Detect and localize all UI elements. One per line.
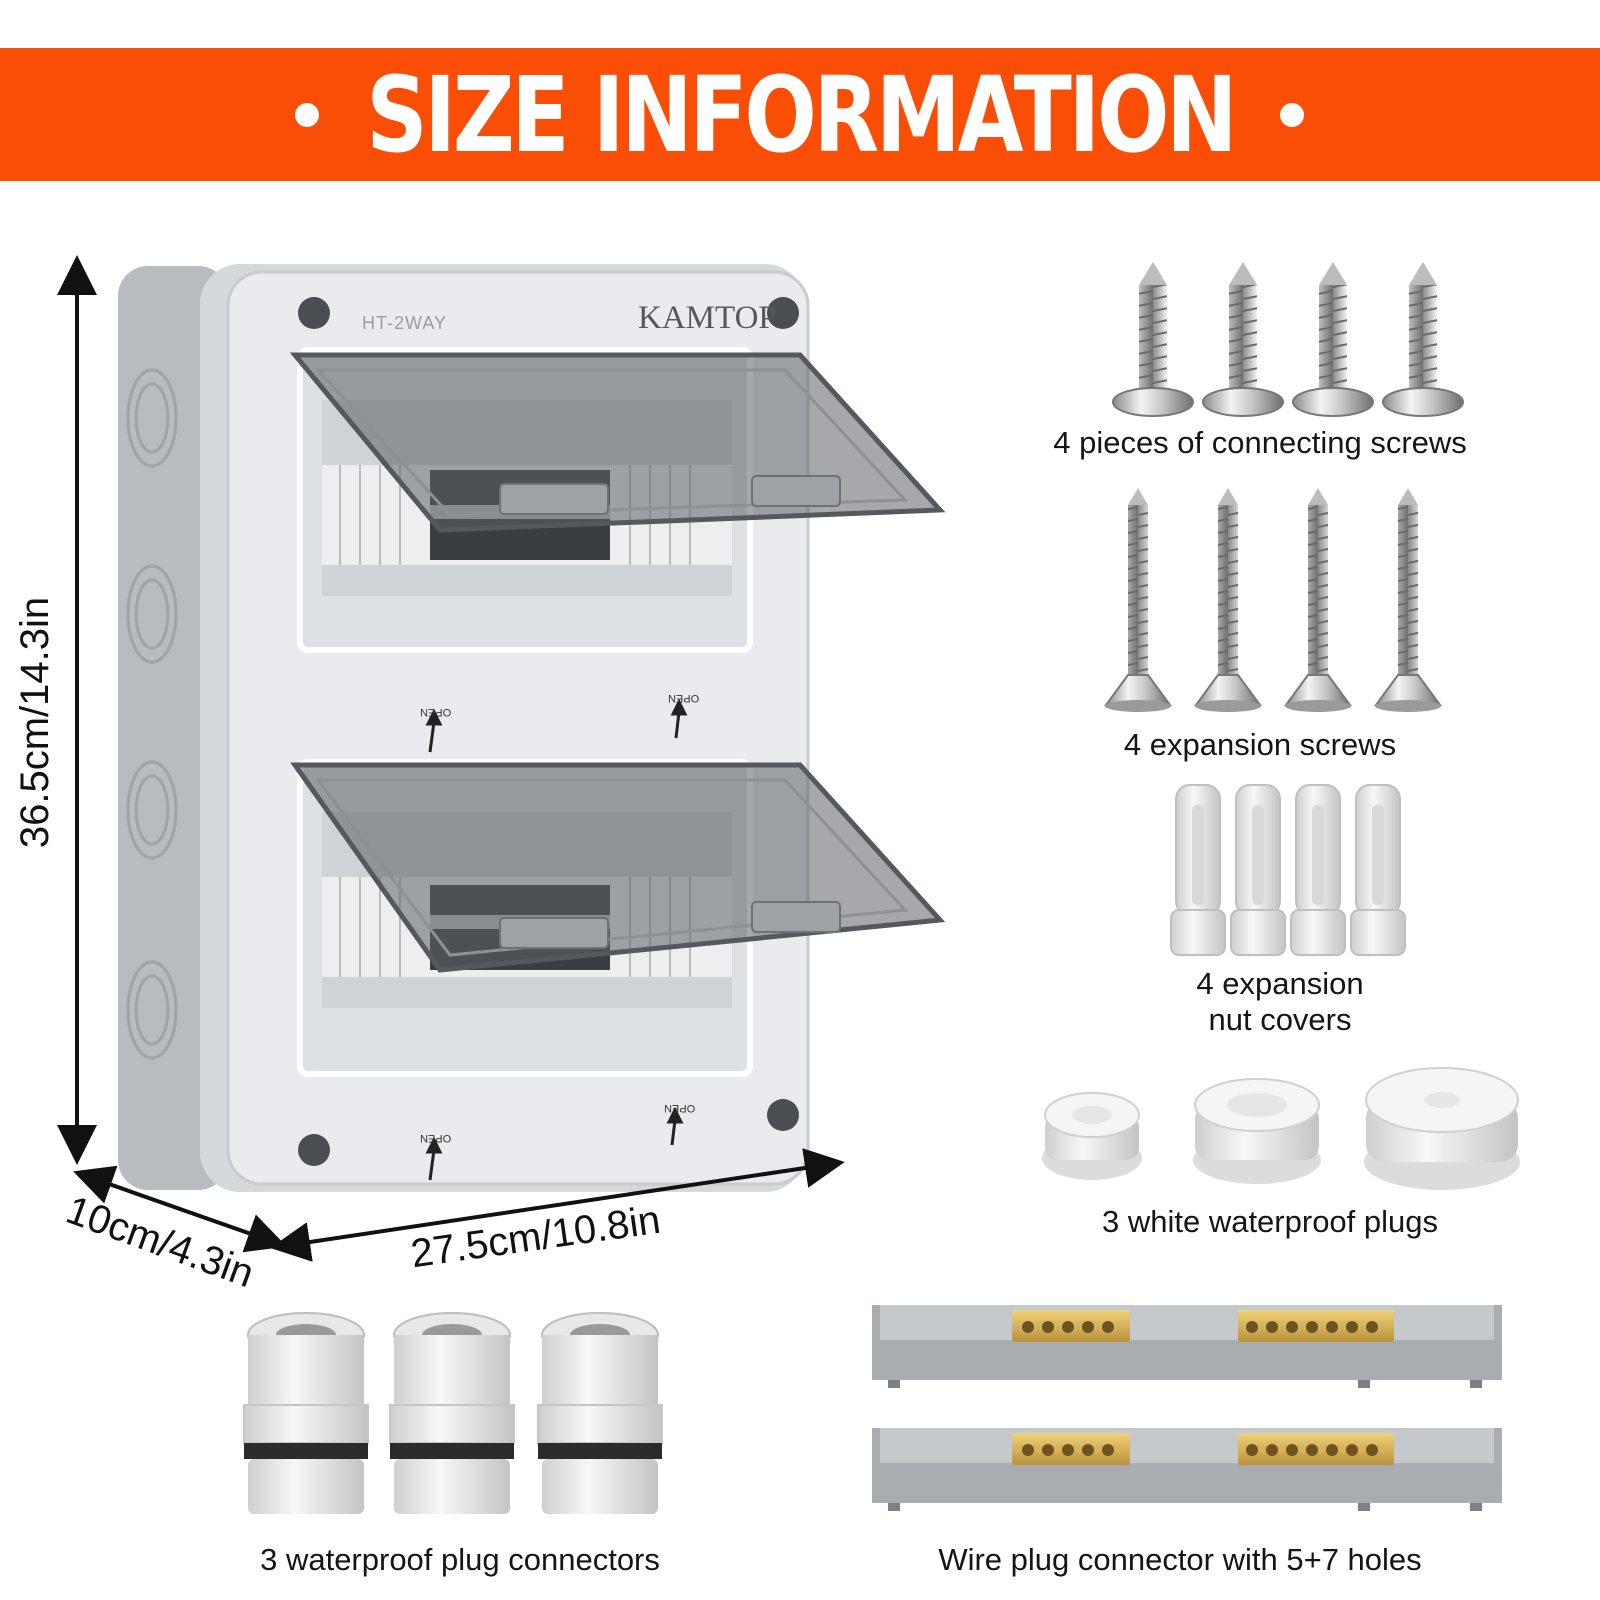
caption-connecting-screws: 4 pieces of connecting screws: [1053, 425, 1467, 460]
caption-expansion-screws: 4 expansion screws: [1123, 727, 1397, 762]
model-label: HT-2WAY: [362, 313, 448, 333]
height-dimension: 36.5cm/14.3in: [13, 596, 58, 849]
open-label-4: OPEN: [664, 1102, 696, 1114]
expansion-nut-covers: [1170, 784, 1406, 956]
open-label-3: OPEN: [420, 1132, 452, 1144]
caption-waterproof-plugs: 3 white waterproof plugs: [1101, 1204, 1439, 1239]
white-waterproof-plugs: [1042, 1067, 1520, 1190]
banner-dot-right: [1280, 103, 1304, 127]
caption-plug-connectors: 3 waterproof plug connectors: [260, 1542, 660, 1577]
banner-title: SIZE INFORMATION: [366, 53, 1237, 176]
banner-dot-left: [295, 103, 319, 127]
caption-nut-covers-line2: nut covers: [1208, 1002, 1352, 1037]
plug-connectors: [243, 1312, 663, 1514]
open-label-2: OPEN: [668, 692, 700, 704]
wire-connector-bars: [872, 1305, 1502, 1511]
caption-wire-connector: Wire plug connector with 5+7 holes: [938, 1542, 1422, 1577]
caption-nut-covers-line1: 4 expansion: [1196, 966, 1364, 1001]
depth-arrow: [73, 1165, 287, 1253]
open-label-1: OPEN: [420, 706, 452, 718]
title-banner: SIZE INFORMATION: [0, 48, 1600, 181]
width-arrow: [270, 1148, 845, 1262]
distribution-box: [118, 264, 946, 1192]
connecting-screws: [1112, 262, 1464, 417]
expansion-screws: [1104, 488, 1442, 712]
brand-logo-text: KAMTOP: [638, 300, 777, 336]
